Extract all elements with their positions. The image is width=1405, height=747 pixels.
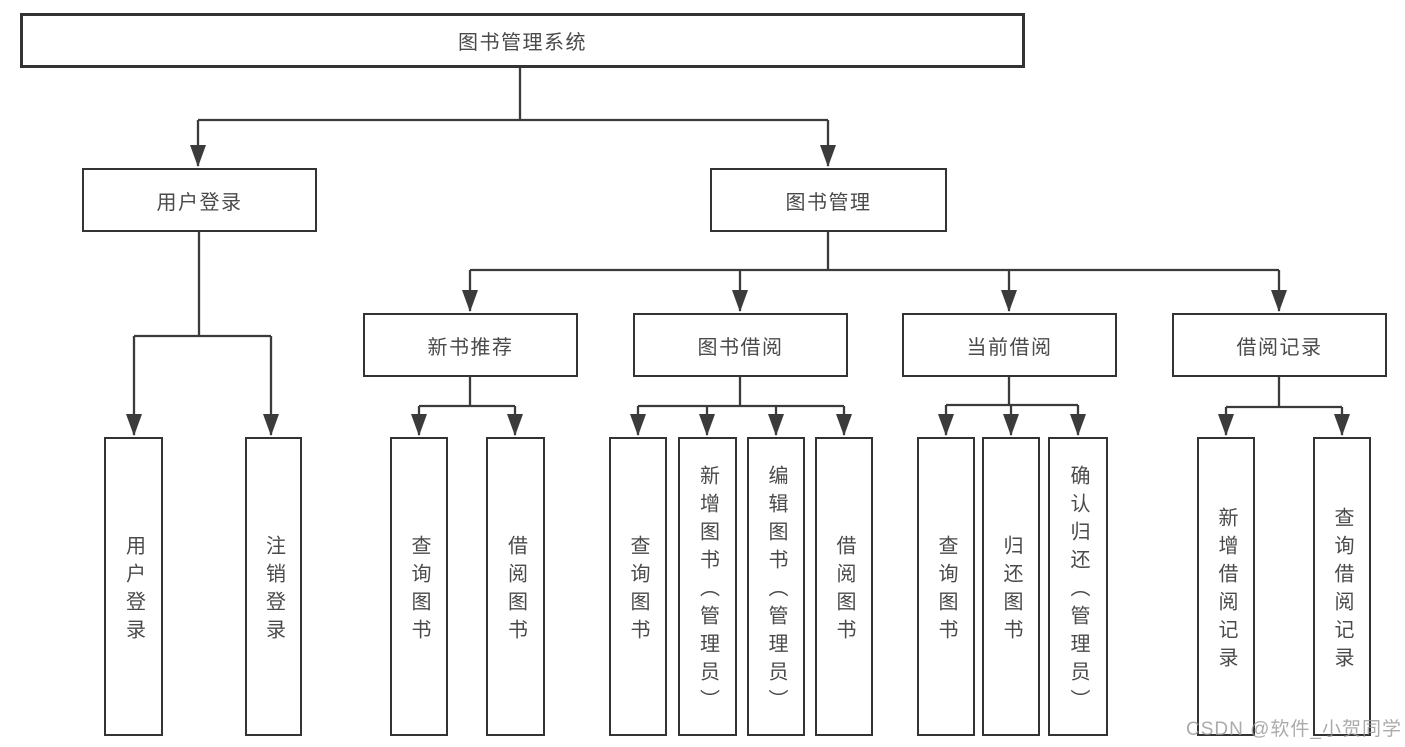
leaf-confirm-return-admin-label: 确认归还（管理员） — [1067, 464, 1089, 717]
leaf-borrow-books-newbook: 借阅图书 — [486, 437, 545, 736]
leaf-query-borrow-record: 查询借阅记录 — [1313, 437, 1371, 736]
node-book-borrowing: 图书借阅 — [633, 313, 848, 377]
leaf-query-books-newbook: 查询图书 — [390, 437, 448, 736]
node-new-book-recommend: 新书推荐 — [363, 313, 578, 377]
leaf-borrow-books-borrowing-label: 借阅图书 — [833, 534, 855, 647]
leaf-add-books-admin-label: 新增图书（管理员） — [696, 464, 719, 717]
leaf-return-books-label: 归还图书 — [1000, 534, 1022, 647]
leaf-borrow-books-newbook-label: 借阅图书 — [504, 534, 527, 647]
leaf-edit-books-admin: 编辑图书（管理员） — [747, 437, 805, 736]
leaf-logout-login: 注销登录 — [245, 437, 302, 736]
csdn-watermark: CSDN @软件_小贺同学 — [1186, 719, 1402, 740]
leaf-borrow-books-borrowing: 借阅图书 — [815, 437, 873, 736]
leaf-user-login: 用户登录 — [104, 437, 163, 736]
leaf-add-books-admin: 新增图书（管理员） — [678, 437, 737, 736]
node-user-login: 用户登录 — [82, 168, 317, 232]
leaf-query-books-current: 查询图书 — [917, 437, 975, 736]
leaf-query-books-newbook-label: 查询图书 — [408, 534, 430, 647]
node-current-borrowing: 当前借阅 — [902, 313, 1117, 377]
node-library-management-system: 图书管理系统 — [20, 13, 1025, 68]
leaf-confirm-return-admin: 确认归还（管理员） — [1048, 437, 1108, 736]
node-user-login-label: 用户登录 — [156, 191, 243, 214]
node-book-borrowing-label: 图书借阅 — [697, 336, 784, 359]
node-book-management: 图书管理 — [710, 168, 947, 232]
leaf-add-borrow-record: 新增借阅记录 — [1197, 437, 1255, 736]
leaf-edit-books-admin-label: 编辑图书（管理员） — [765, 464, 787, 717]
leaf-logout-login-label: 注销登录 — [262, 534, 285, 647]
node-library-management-system-label: 图书管理系统 — [458, 32, 587, 54]
leaf-query-books-current-label: 查询图书 — [935, 534, 957, 647]
node-new-book-recommend-label: 新书推荐 — [427, 336, 514, 359]
leaf-query-books-borrowing-label: 查询图书 — [627, 534, 649, 647]
leaf-query-books-borrowing: 查询图书 — [609, 437, 667, 736]
node-current-borrowing-label: 当前借阅 — [966, 336, 1053, 359]
leaf-query-borrow-record-label: 查询借阅记录 — [1331, 506, 1353, 675]
node-borrow-records-label: 借阅记录 — [1236, 336, 1323, 359]
leaf-add-borrow-record-label: 新增借阅记录 — [1215, 506, 1237, 675]
node-borrow-records: 借阅记录 — [1172, 313, 1387, 377]
leaf-user-login-label: 用户登录 — [122, 534, 145, 647]
leaf-return-books: 归还图书 — [982, 437, 1040, 736]
node-book-management-label: 图书管理 — [785, 191, 872, 214]
